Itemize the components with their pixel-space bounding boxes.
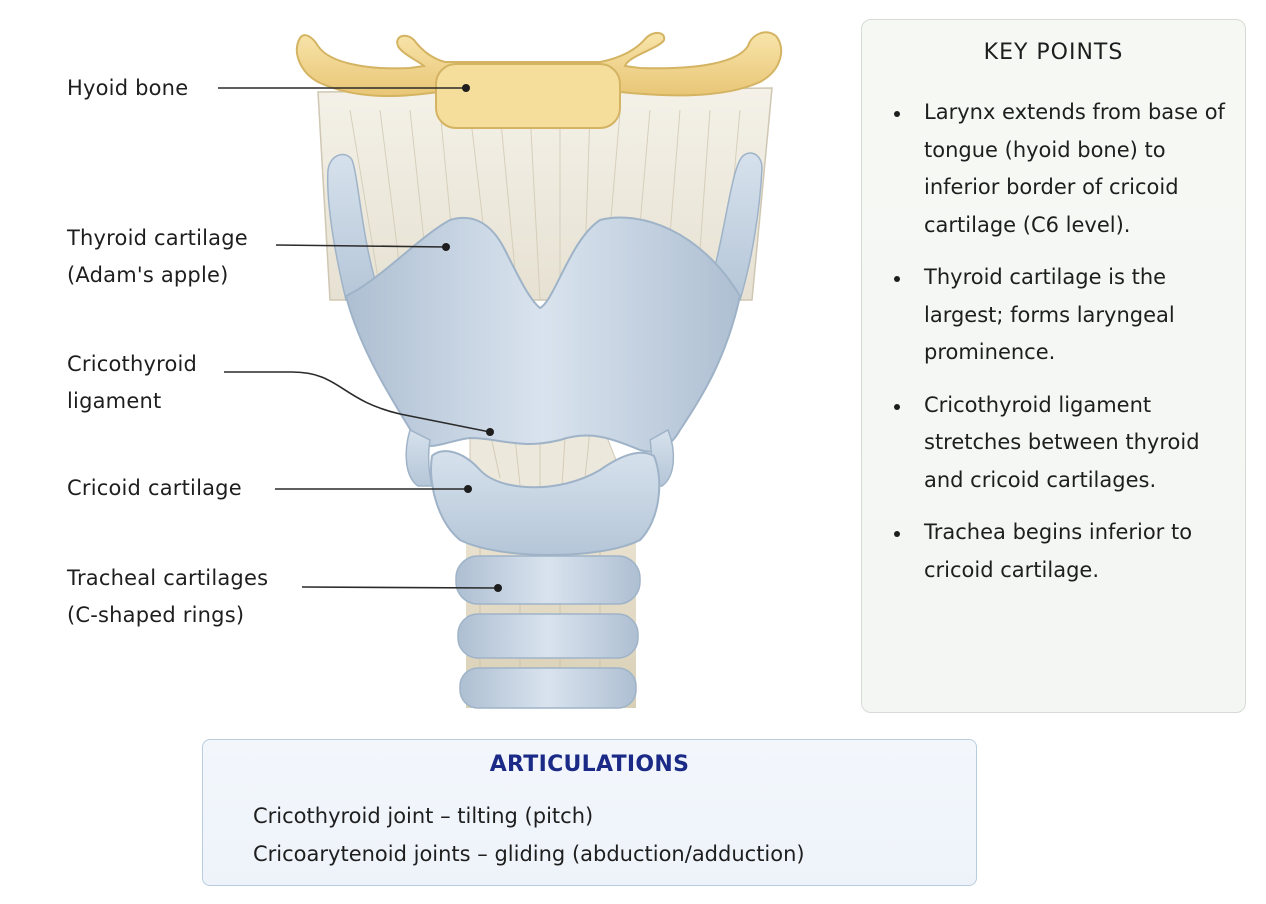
bullet-icon — [894, 111, 900, 117]
thyroid-cartilage — [344, 216, 742, 453]
key-point-item: Trachea begins inferior to cricoid carti… — [862, 514, 1245, 589]
bullet-icon — [894, 276, 900, 282]
bullet-icon — [894, 403, 900, 410]
label-tracheal-line2: (C-shaped rings) — [67, 603, 245, 627]
key-point-item: Cricothyroid ligament stretches between … — [862, 387, 1245, 500]
label-cricothyroid-line2: ligament — [67, 389, 162, 413]
label-tracheal-line1: Tracheal cartilages — [67, 566, 269, 590]
leader-lines — [218, 87, 499, 589]
thyroid-superior-horn-right — [707, 152, 763, 301]
label-cricoid-line1: Cricoid cartilage — [67, 476, 242, 500]
articulations-panel: ARTICULATIONS Cricothyroid joint – tilti… — [202, 739, 977, 886]
tracheal-rings — [455, 555, 641, 709]
larynx-illustration — [218, 31, 783, 709]
thyroid-superior-horn-left — [326, 153, 379, 301]
label-hyoid-line1: Hyoid bone — [67, 76, 189, 100]
label-cricothyroid-line1: Cricothyroid — [67, 352, 198, 376]
key-point-item: Larynx extends from base of tongue (hyoi… — [862, 94, 1245, 244]
label-cricothyroid-ligament: Cricothyroid ligament — [67, 346, 197, 420]
articulations-title: ARTICULATIONS — [489, 752, 690, 777]
key-point-item: Thyroid cartilage is the largest; forms … — [862, 259, 1245, 372]
articulation-row: Cricothyroid joint – tilting (pitch) — [253, 804, 594, 828]
label-tracheal-cartilages: Tracheal cartilages (C-shaped rings) — [67, 560, 268, 634]
key-points-panel: KEY POINTS Larynx extends from base of t… — [861, 19, 1246, 713]
key-points-title: KEY POINTS — [983, 40, 1124, 65]
label-thyroid-cartilage: Thyroid cartilage (Adam's apple) — [67, 220, 248, 294]
key-points-list: Larynx extends from base of tongue (hyoi… — [862, 94, 1245, 604]
label-thyroid-line2: (Adam's apple) — [67, 263, 229, 287]
label-hyoid-bone: Hyoid bone — [67, 70, 188, 107]
cricoid-cartilage — [430, 450, 661, 556]
label-cricoid-cartilage: Cricoid cartilage — [67, 470, 242, 507]
bullet-icon — [894, 531, 900, 537]
articulation-row: Cricoarytenoid joints – gliding (abducti… — [253, 842, 805, 866]
label-thyroid-line1: Thyroid cartilage — [67, 226, 248, 250]
